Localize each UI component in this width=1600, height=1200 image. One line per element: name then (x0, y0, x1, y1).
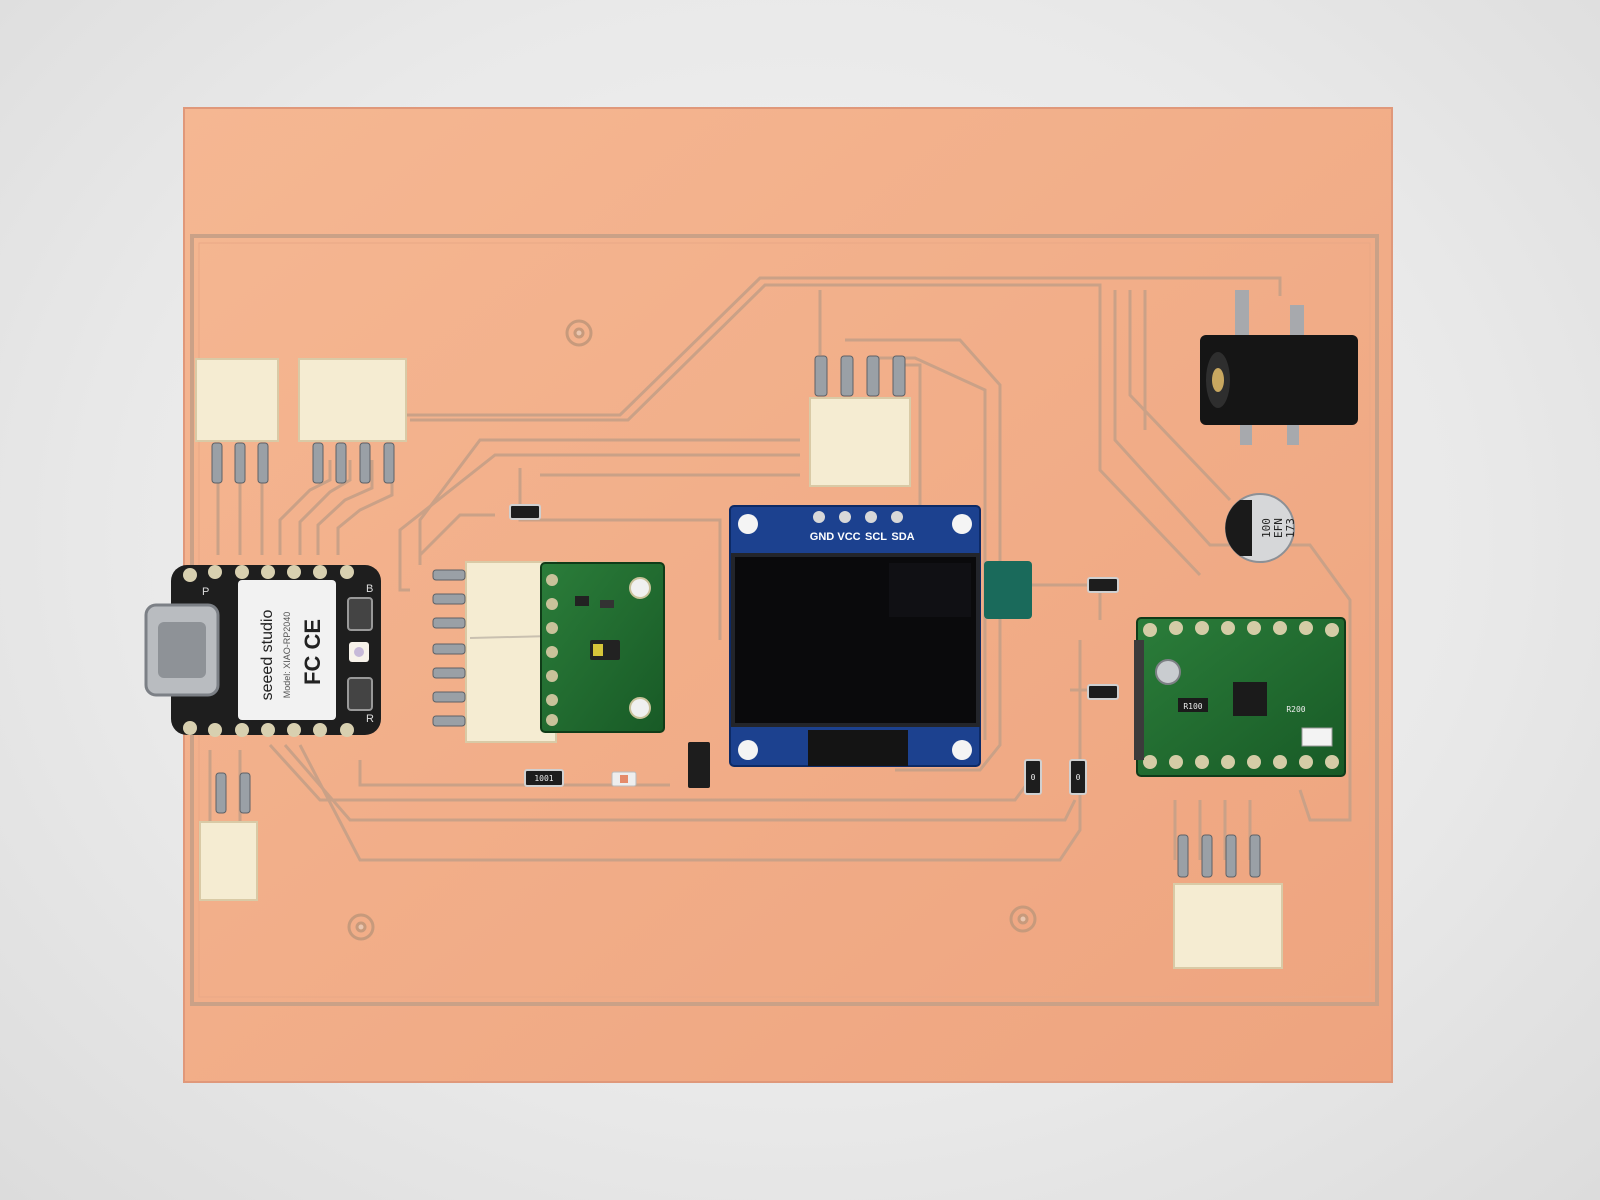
reset-button (347, 677, 373, 711)
header-top-left-2 (298, 358, 407, 442)
header-oled (809, 397, 911, 487)
header-top-left-1 (195, 358, 279, 442)
header-bottom-right (1173, 883, 1283, 969)
smd-components (509, 504, 1119, 795)
oled-pin-sda: SDA (891, 531, 914, 543)
resistor-r1-label: 1001 (534, 774, 553, 783)
oled-display-module (729, 505, 1032, 767)
resistor-r2 (1024, 759, 1042, 795)
oled-pin-scl: SCL (865, 531, 887, 543)
electrolytic-capacitor (1225, 493, 1295, 563)
mounting-holes (347, 319, 1037, 941)
resistor-r2-label: 0 (1031, 773, 1036, 782)
xiao-label-sticker (238, 580, 336, 720)
header-bottom-left (199, 821, 258, 901)
capacitor-line3: 173 (1284, 518, 1297, 538)
capacitor-line1: 100 (1260, 518, 1273, 538)
driver-ic (1233, 682, 1267, 716)
mount-hole-sensor-top (629, 577, 651, 599)
xiao-brand-label: seeed studio (259, 610, 276, 701)
xiao-rp2040-module (144, 565, 381, 737)
resistor-r3 (1069, 759, 1087, 795)
xiao-text: seeed studio Model: XIAO-RP2040 FC CE B … (202, 583, 374, 725)
resistor-r3-label: 0 (1076, 773, 1081, 782)
capacitor-text: 100 EFN 173 (1260, 518, 1297, 538)
oled-pin-labels: GND VCC SCL SDA (810, 531, 915, 543)
xiao-pin-p: P (202, 586, 209, 598)
mount-hole-sensor-bottom (629, 697, 651, 719)
dc-barrel-jack (1200, 290, 1358, 445)
oled-pin-vcc: VCC (837, 531, 860, 543)
driver-potentiometer (1155, 659, 1181, 685)
xiao-pin-b: B (366, 583, 373, 595)
driver-r200-label: R200 (1286, 705, 1305, 714)
stepper-driver-module (1134, 617, 1346, 777)
oled-pin-gnd: GND (810, 531, 835, 543)
header-pins (211, 355, 1261, 878)
resistor-r-top (509, 504, 541, 520)
oled-flex-tab (984, 561, 1032, 619)
resistor-text: 1001 0 0 R100 R200 (534, 702, 1305, 783)
resistor-r1 (524, 769, 564, 787)
sensor-module (540, 562, 665, 733)
boot-button (347, 597, 373, 631)
switch-smd (688, 742, 710, 788)
capacitor-line2: EFN (1272, 518, 1285, 538)
xiao-cert-label: FC CE (300, 619, 325, 685)
driver-r100-label: R100 (1183, 702, 1202, 711)
xiao-model-label: Model: XIAO-RP2040 (282, 612, 292, 699)
xiao-pin-r: R (366, 713, 374, 725)
